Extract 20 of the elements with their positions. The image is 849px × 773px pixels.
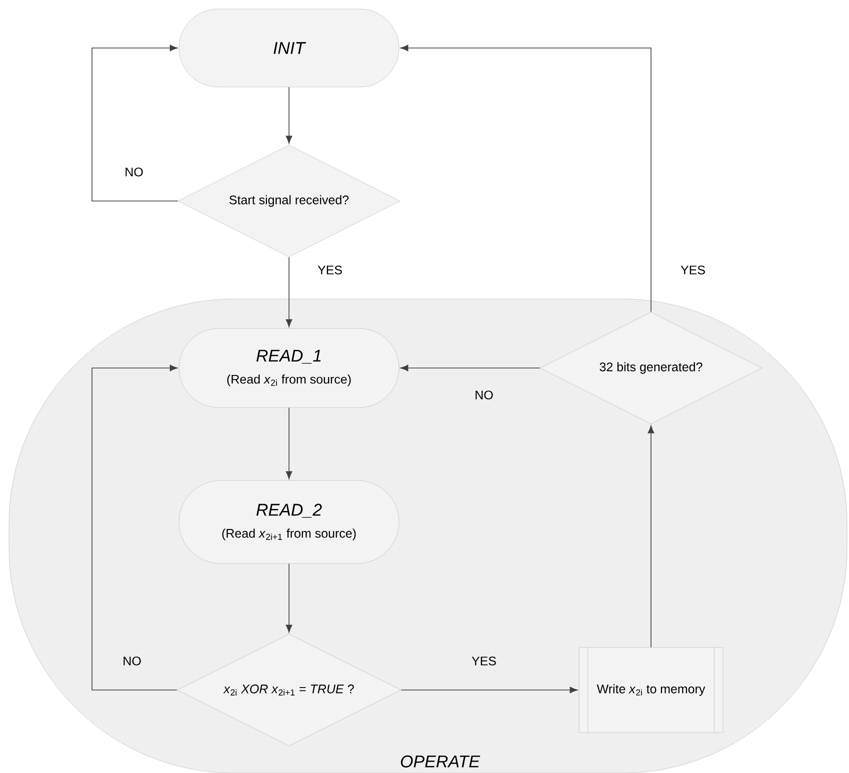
edge-label: YES — [318, 266, 342, 274]
edge-label: YES — [472, 656, 496, 666]
arrow — [286, 256, 292, 328]
state-box: READ_1 (Read x$_{2i}$ from source) — [178, 328, 400, 408]
arrow — [648, 425, 654, 648]
edge-label: NO — [126, 168, 143, 176]
edge-label: NO — [124, 656, 141, 666]
arrow — [92, 364, 178, 690]
arrow — [286, 86, 292, 144]
arrow — [400, 686, 578, 694]
arrow — [400, 364, 540, 372]
arrow — [286, 563, 292, 633]
arrow — [92, 44, 178, 202]
state-box: READ_2 (Read x$_{2i+1}$ from source) — [178, 480, 400, 564]
edge-label: NO — [476, 390, 493, 400]
process-box: Write x$_{2i}$ to memory — [578, 647, 724, 733]
state-box: INIT — [178, 8, 400, 88]
arrow — [286, 407, 292, 480]
edge-label: YES — [680, 266, 705, 274]
arrow — [400, 44, 652, 312]
